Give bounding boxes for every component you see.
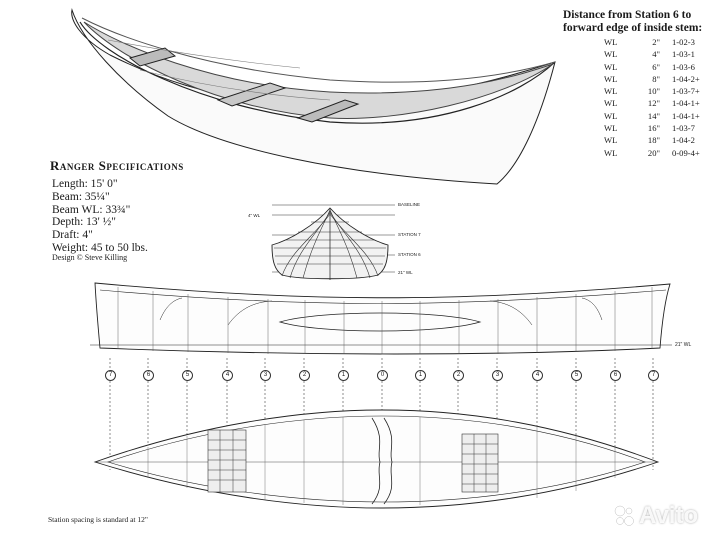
- distance-value: 1-03-6: [672, 61, 695, 72]
- station6-label: STATION 6: [398, 252, 421, 257]
- distance-row: WL 18" 1-04-2: [604, 134, 700, 146]
- distance-depth: 4": [652, 49, 660, 60]
- distance-row: WL 4" 1-03-1: [604, 48, 700, 60]
- distance-depth: 10": [647, 86, 660, 97]
- canoe-perspective-illustration: [71, 8, 556, 185]
- station-spacing-note: Station spacing is standard at 12": [48, 515, 148, 524]
- distance-value: 1-03-7: [672, 123, 695, 134]
- station-marker: 1: [415, 370, 426, 381]
- station-marker: 2: [453, 370, 464, 381]
- distance-value: 1-04-2: [672, 135, 695, 146]
- station-marker: 2: [299, 370, 310, 381]
- station-marker: 5: [182, 370, 193, 381]
- distance-depth: 16": [647, 123, 660, 134]
- distance-row: WL 12" 1-04-1+: [604, 97, 700, 109]
- station-marker: 4: [222, 370, 233, 381]
- distance-wl: WL: [604, 37, 618, 47]
- distance-title-line: forward edge of inside stem:: [563, 21, 703, 34]
- design-credit: Design © Steve Killing: [52, 253, 128, 262]
- specs-list: Length: 15' 0"Beam: 35¼"Beam WL: 33¾"Dep…: [52, 178, 148, 255]
- baseline-label: BASELINE: [398, 202, 421, 207]
- distance-value: 0-09-4+: [672, 147, 700, 158]
- distance-depth: 12": [647, 98, 660, 109]
- spec-line: Draft: 4": [52, 229, 93, 242]
- distance-wl: WL: [604, 49, 618, 60]
- station-marker: 6: [610, 370, 621, 381]
- station-marker: 6: [143, 370, 154, 381]
- distance-row: WL 16" 1-03-7: [604, 122, 700, 134]
- distance-row: WL 2" 1-02-3: [604, 36, 700, 48]
- canoe-plan-view: [93, 409, 660, 509]
- distance-value: 1-04-1+: [672, 110, 700, 121]
- distance-depth: 2": [652, 37, 660, 47]
- station-marker: 0: [377, 370, 388, 381]
- distance-value: 1-03-7+: [672, 86, 700, 97]
- distance-row: WL 6" 1-03-6: [604, 61, 700, 73]
- spec-line: Weight: 45 to 50 lbs.: [52, 241, 148, 254]
- distance-wl: WL: [604, 98, 618, 109]
- canoe-side-profile: [90, 282, 672, 355]
- wl4-label: 4" WL: [248, 213, 261, 218]
- specs-title: Ranger Specifications: [50, 158, 184, 173]
- distance-depth: 14": [647, 110, 660, 121]
- distance-row: WL 8" 1-04-2+: [604, 73, 700, 85]
- watermark-text: Avito: [639, 502, 699, 529]
- spec-line: Beam: 35¼": [52, 190, 110, 203]
- station-marker: 7: [105, 370, 116, 381]
- distance-wl: WL: [604, 73, 618, 84]
- distance-table-title: Distance from Station 6 to forward edge …: [563, 9, 702, 34]
- distance-row: WL 14" 1-04-1+: [604, 110, 700, 122]
- spec-line: Length: 15' 0": [52, 178, 118, 190]
- distance-wl: WL: [604, 135, 618, 146]
- spec-line: Depth: 13' ½": [52, 216, 116, 229]
- distance-row: WL 10" 1-03-7+: [604, 85, 700, 97]
- distance-depth: 8": [652, 73, 660, 84]
- station-marker: 7: [648, 370, 659, 381]
- station-marker: 1: [338, 370, 349, 381]
- watermark: Avito: [612, 502, 698, 530]
- distance-title-line: Distance from Station 6 to: [563, 9, 692, 21]
- spec-line: Beam WL: 33¾": [52, 203, 131, 216]
- distance-value: 1-03-1: [672, 49, 695, 60]
- station-marker: 4: [532, 370, 543, 381]
- distance-wl: WL: [604, 147, 618, 158]
- wl21-label: 21" WL: [398, 270, 413, 275]
- distance-wl: WL: [604, 110, 618, 121]
- body-plan-sections: [271, 204, 395, 280]
- distance-row: WL 20" 0-09-4+: [604, 147, 700, 159]
- station7-label: STATION 7: [398, 232, 421, 237]
- distance-wl: WL: [604, 61, 618, 72]
- distance-depth: 18": [647, 135, 660, 146]
- distance-wl: WL: [604, 123, 618, 134]
- station-marker: 3: [260, 370, 271, 381]
- distance-value: 1-04-2+: [672, 73, 700, 84]
- distance-value: 1-02-3: [672, 37, 695, 47]
- distance-depth: 6": [652, 61, 660, 72]
- distance-value: 1-04-1+: [672, 98, 700, 109]
- avito-logo-icon: [614, 505, 634, 526]
- station-marker: 3: [492, 370, 503, 381]
- distance-wl: WL: [604, 86, 618, 97]
- station-marker: 5: [571, 370, 582, 381]
- distance-depth: 20": [647, 147, 660, 158]
- profile-wl-label: 21" WL: [675, 342, 692, 348]
